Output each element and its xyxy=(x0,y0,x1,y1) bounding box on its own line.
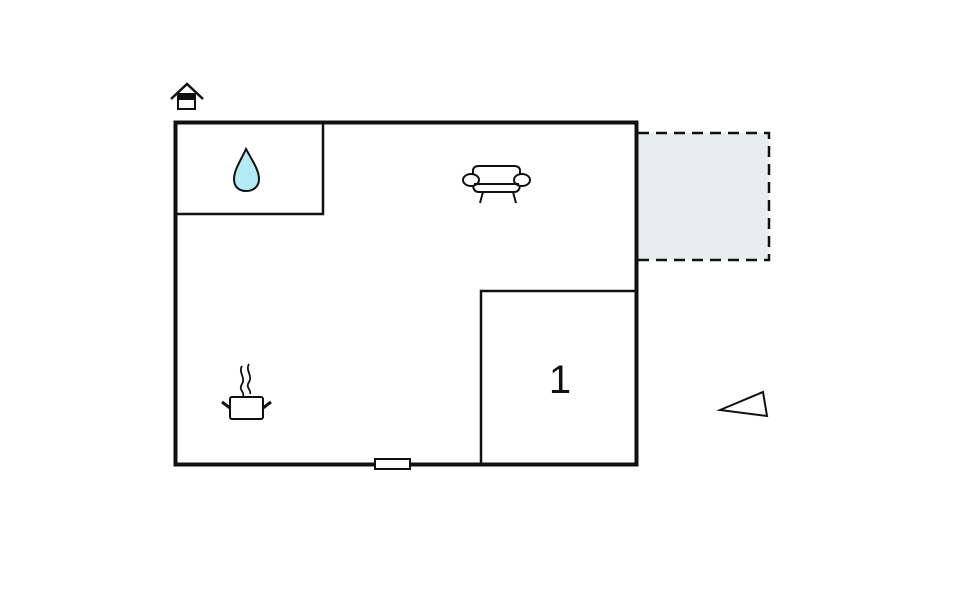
bathroom-walls xyxy=(177,124,325,216)
bedroom-number-label: 1 xyxy=(549,358,571,402)
terrace xyxy=(638,131,771,262)
cooking-pot-icon xyxy=(221,363,272,420)
water-drop-icon xyxy=(232,146,261,193)
sofa-icon xyxy=(462,165,531,204)
north-arrow-triangle-icon xyxy=(716,390,769,418)
bedroom-walls xyxy=(479,289,635,463)
house-entrance-icon xyxy=(170,82,204,110)
window-symbol xyxy=(374,458,411,470)
